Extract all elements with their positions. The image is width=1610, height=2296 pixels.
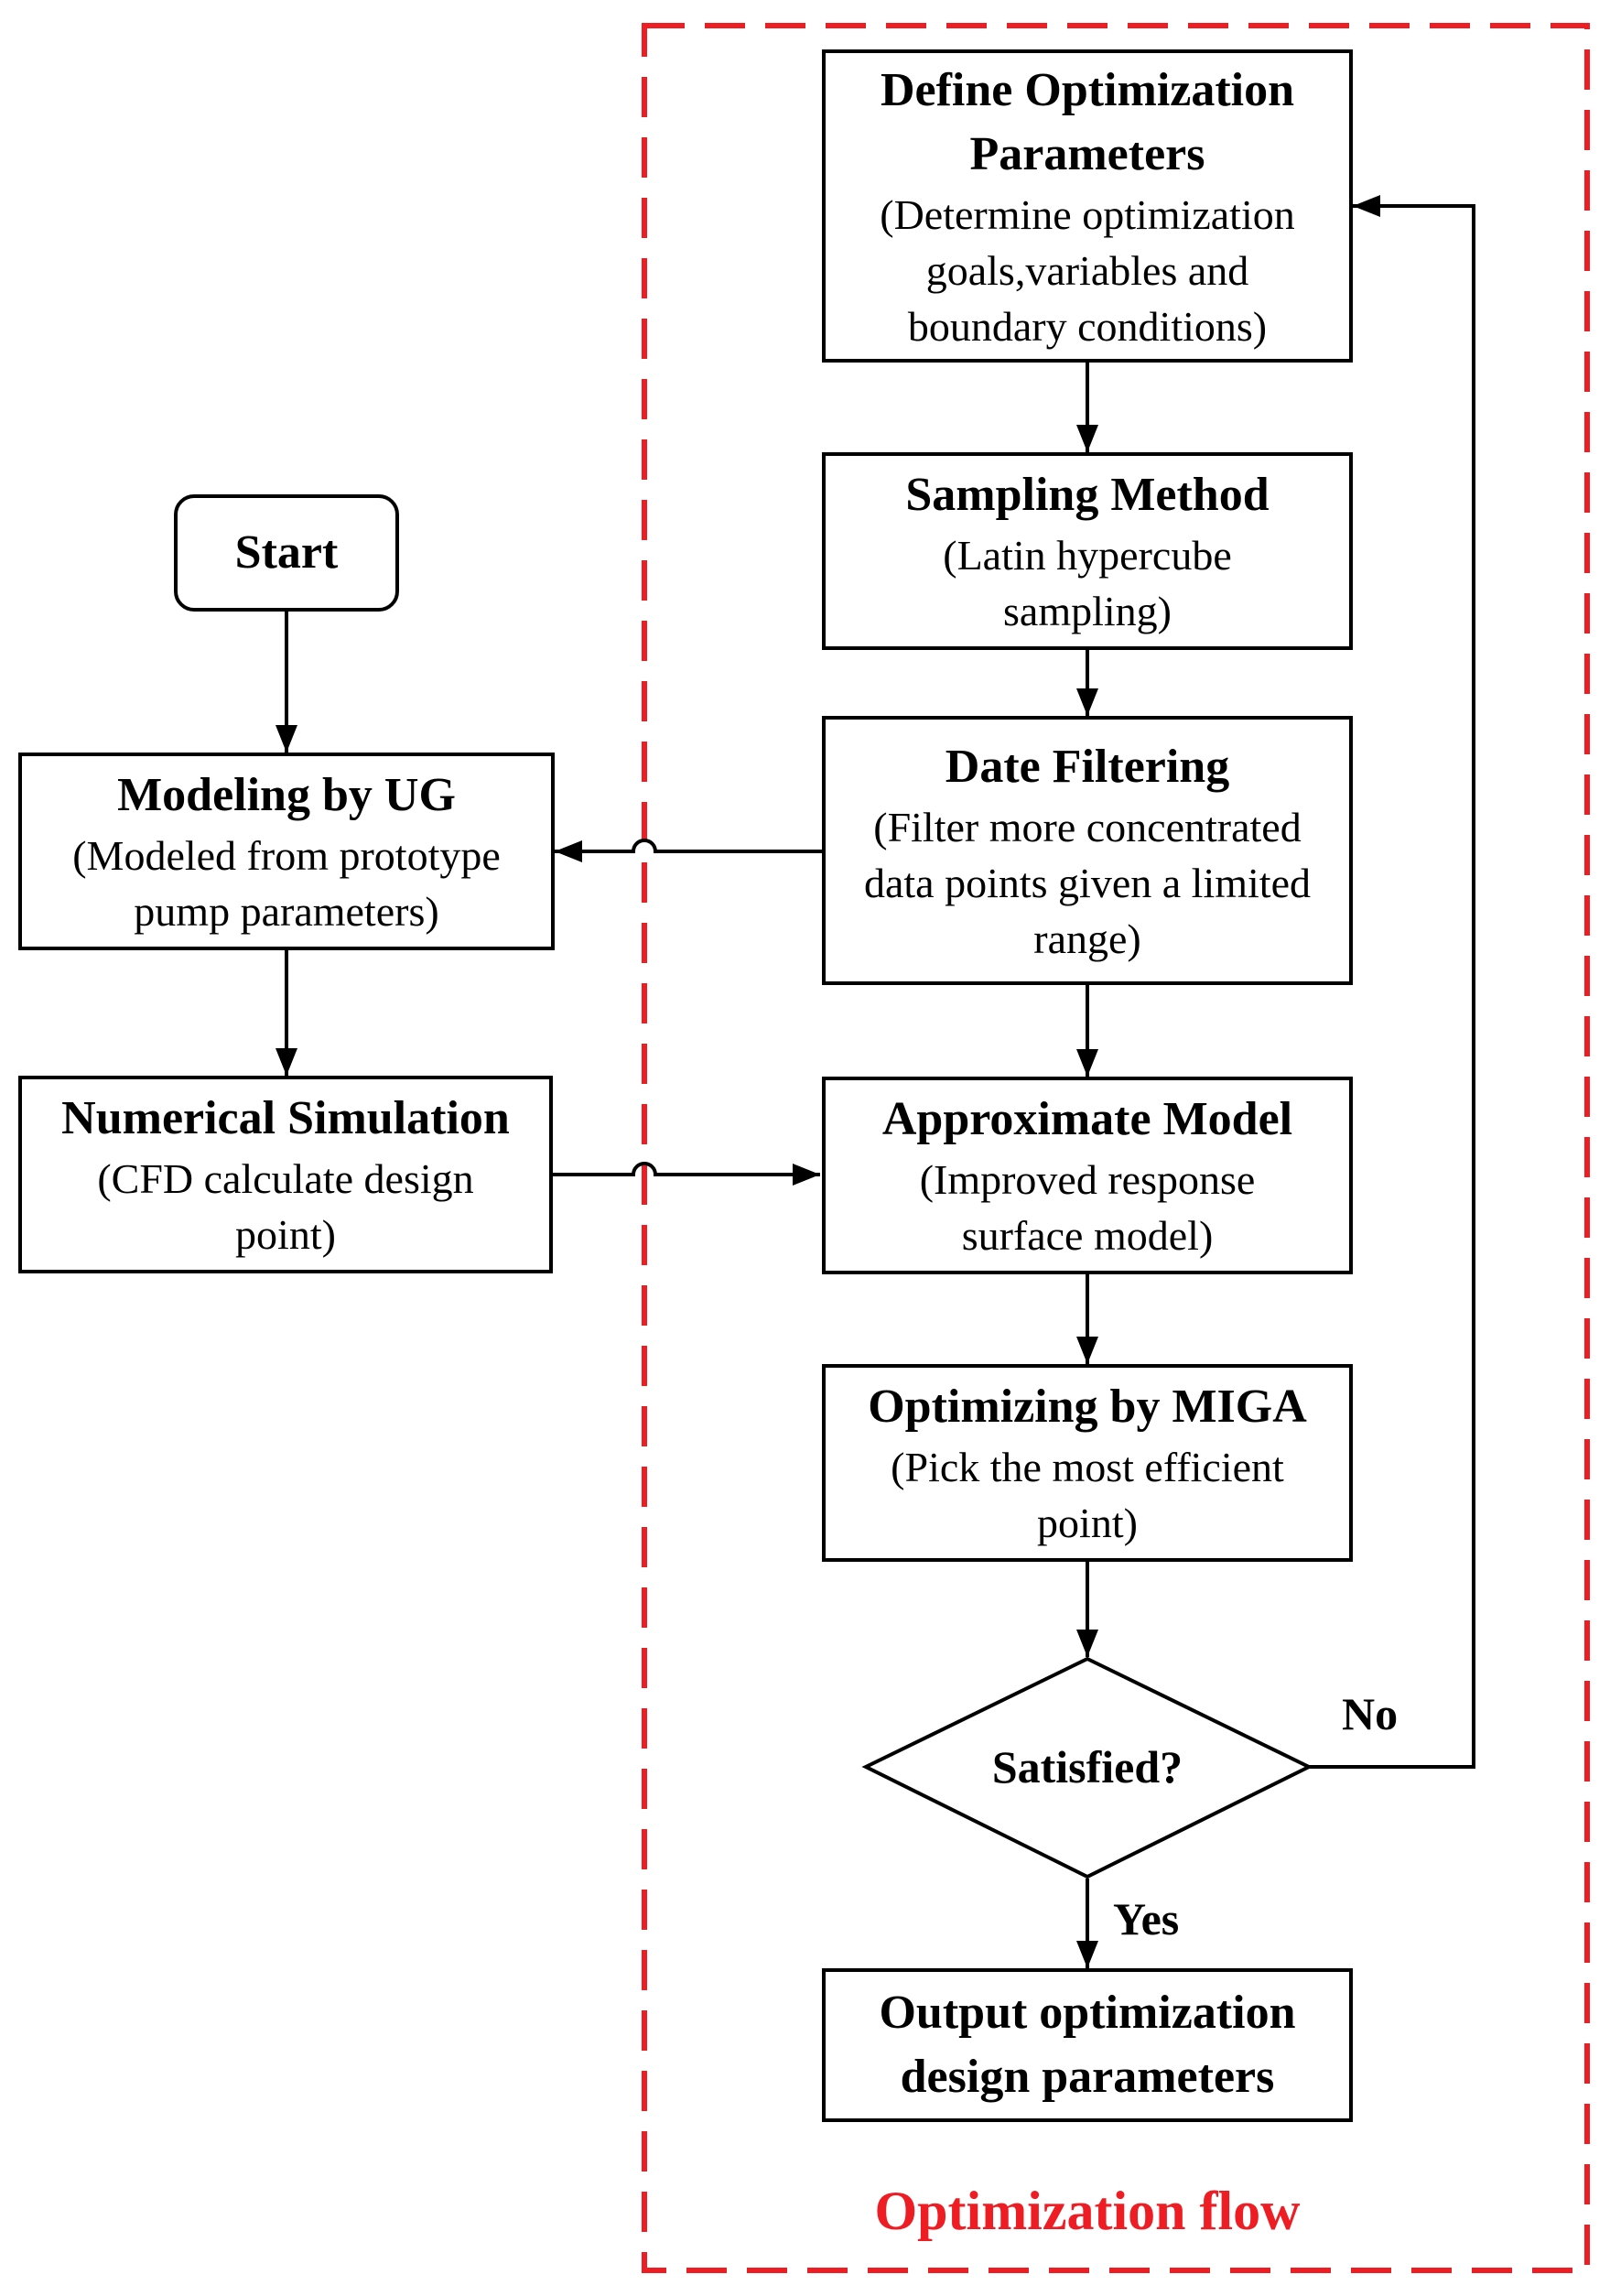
simulation-node: Numerical Simulation (CFD calculate desi… (18, 1076, 553, 1273)
modeling-node: Modeling by UG (Modeled from prototype p… (18, 753, 555, 950)
filtering-title: Date Filtering (945, 740, 1230, 793)
approx-model-node: Approximate Model (Improved response sur… (822, 1077, 1353, 1274)
sampling-node: Sampling Method (Latin hypercube samplin… (822, 452, 1353, 650)
define-parameters-node: Define Optimization Parameters (Determin… (822, 49, 1353, 363)
start-label: Start (234, 526, 339, 579)
filtering-node: Date Filtering (Filter more concentrated… (822, 716, 1353, 985)
region-label: Optimization flow (874, 2181, 1301, 2241)
edge-label-no: No (1342, 1688, 1399, 1739)
miga-node: Optimizing by MIGA (Pick the most effici… (822, 1364, 1353, 1562)
output-title: Output optimization design parameters (879, 1987, 1296, 2103)
output-node: Output optimization design parameters (822, 1968, 1353, 2122)
miga-title: Optimizing by MIGA (868, 1381, 1307, 1433)
arrow-simulation-to-approx (553, 1162, 820, 1186)
miga-desc: (Pick the most efficient point) (891, 1444, 1284, 1546)
arrow-filtering-to-modeling (555, 839, 822, 862)
decision-label: Satisfied? (991, 1741, 1183, 1792)
decision-diamond (861, 1656, 1313, 1879)
approx-model-title: Approximate Model (881, 1093, 1293, 1145)
approx-model-desc: (Improved response surface model) (919, 1156, 1256, 1259)
define-parameters-desc: (Determine optimization goals,variables … (880, 190, 1295, 350)
define-parameters-title: Define Optimization Parameters (880, 63, 1295, 180)
modeling-desc: (Modeled from prototype pump parameters) (72, 832, 501, 935)
modeling-title: Modeling by UG (117, 769, 456, 821)
simulation-title: Numerical Simulation (61, 1092, 510, 1144)
sampling-title: Sampling Method (905, 469, 1270, 521)
arrow-decision-no-loop (1309, 195, 1475, 1769)
sampling-desc: (Latin hypercube sampling) (943, 532, 1232, 634)
filtering-desc: (Filter more concentrated data points gi… (863, 803, 1311, 962)
simulation-desc: (CFD calculate design point) (97, 1155, 474, 1258)
start-node: Start (174, 494, 399, 612)
optimization-region-border (642, 23, 1590, 2273)
edge-label-yes: Yes (1113, 1893, 1180, 1944)
